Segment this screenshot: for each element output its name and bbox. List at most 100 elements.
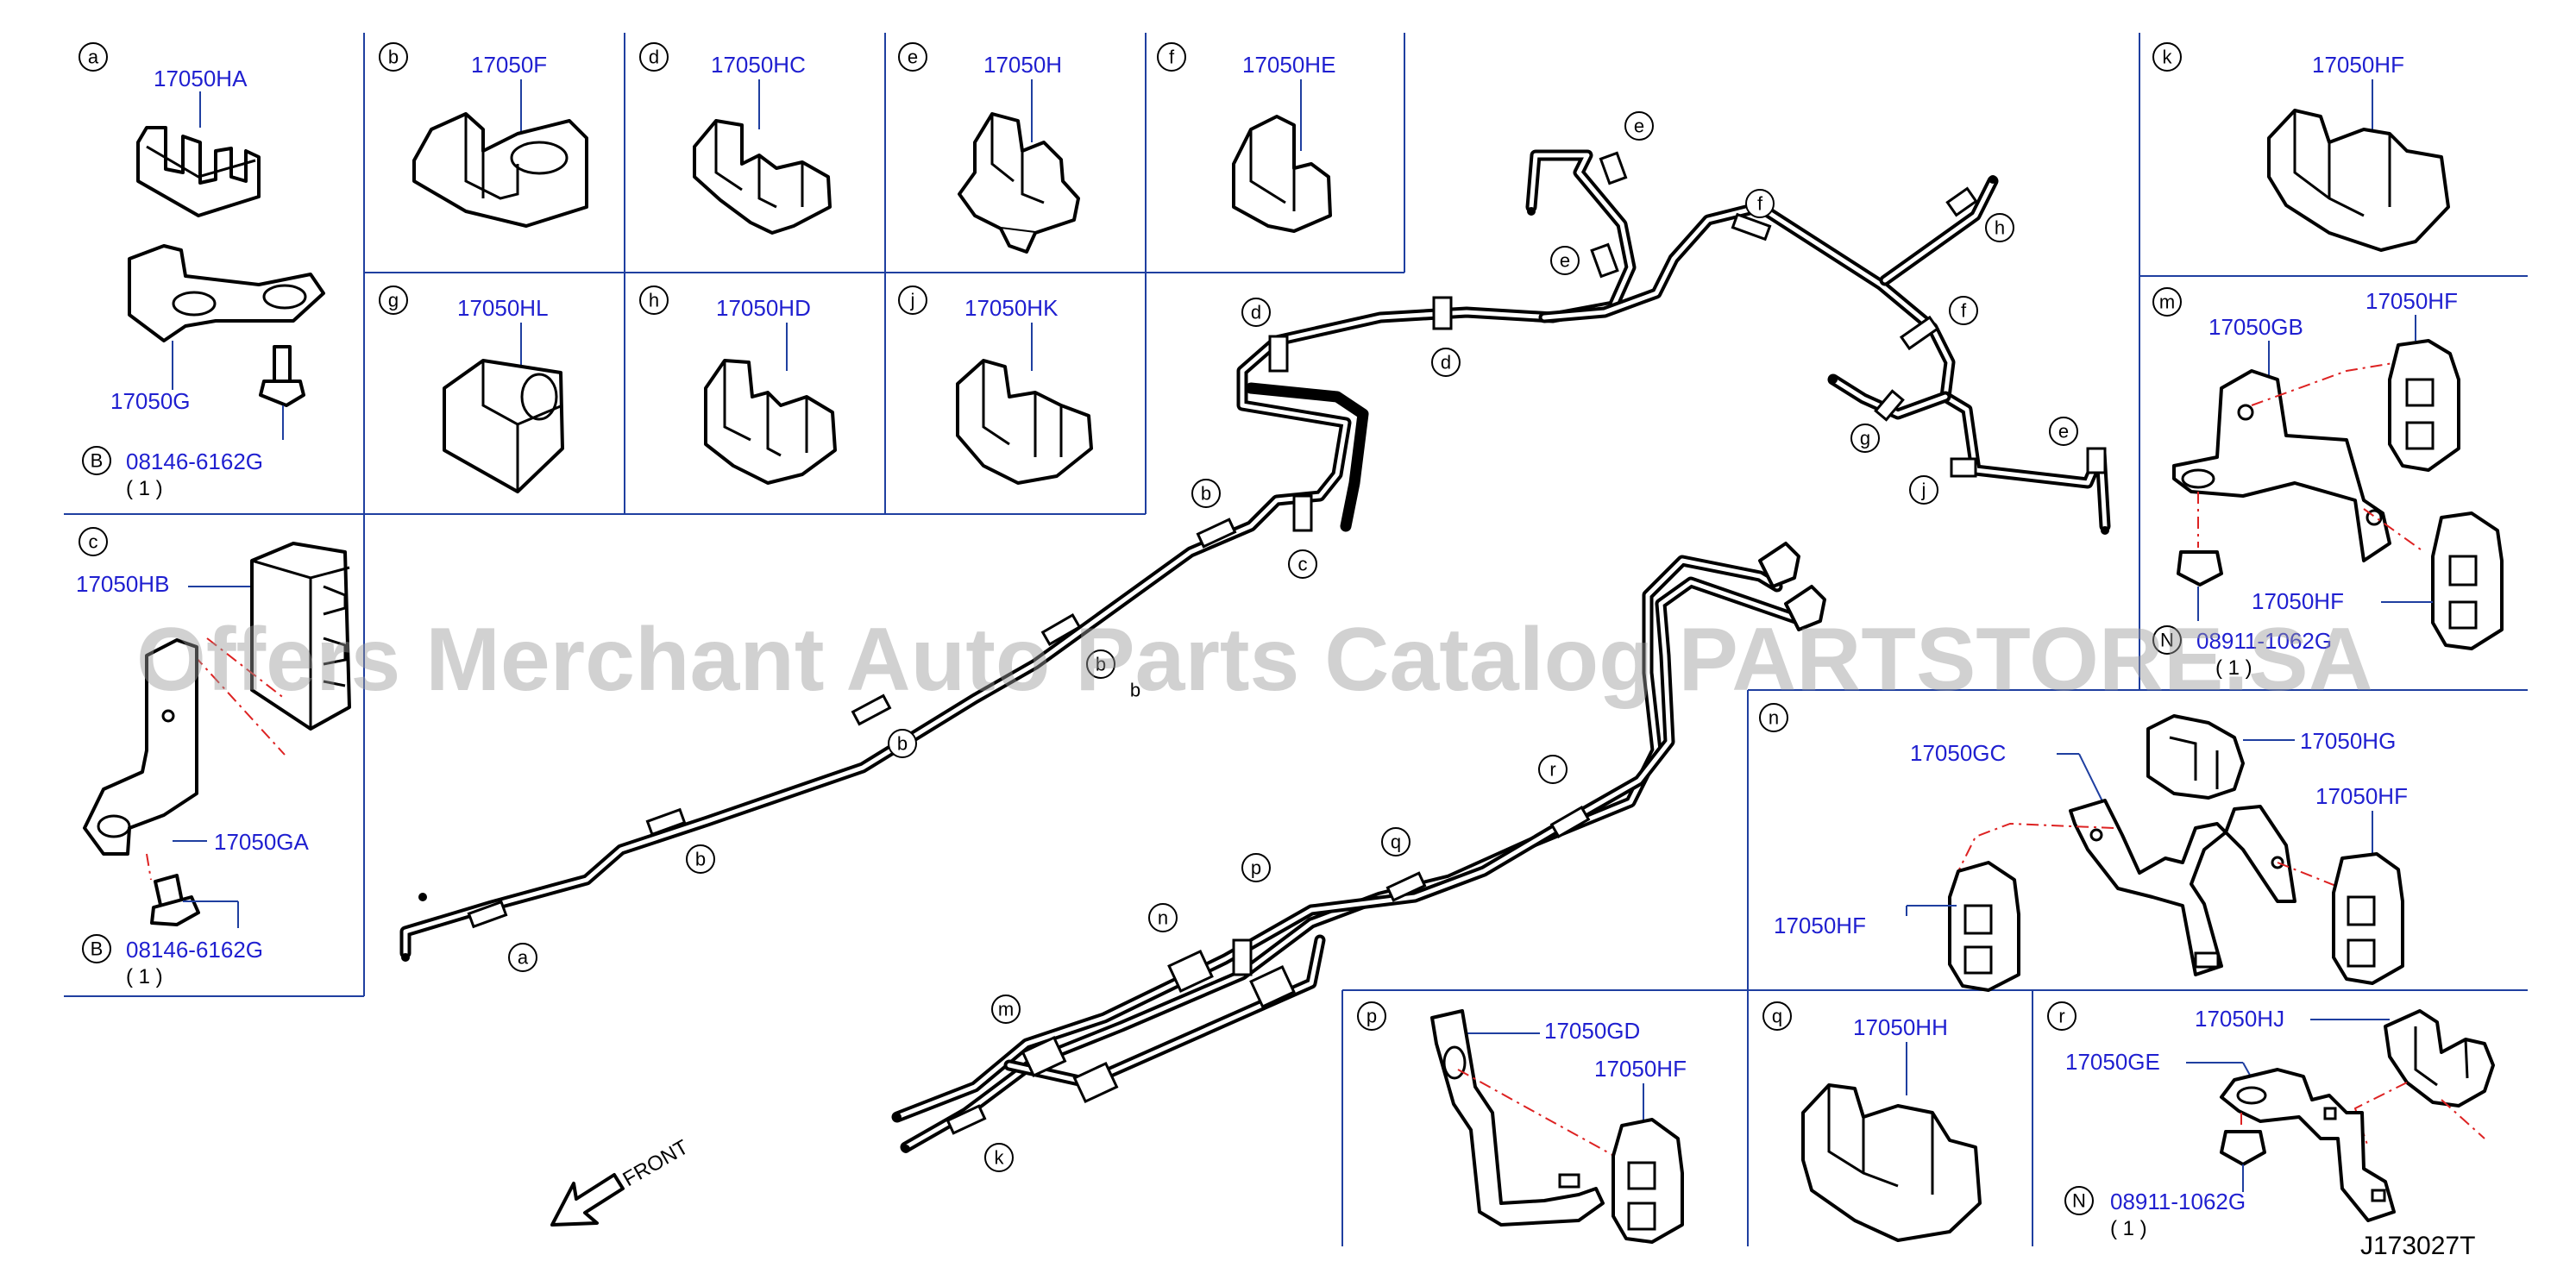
bracket-17050GD xyxy=(1430,1009,1605,1227)
panel-h: h 17050HD xyxy=(639,285,837,485)
pos-letter-a: a xyxy=(518,947,529,969)
clip-17050HK xyxy=(956,359,1093,485)
callout-17050HH: 17050HH xyxy=(1853,1014,1948,1040)
qty-m: ( 1 ) xyxy=(2215,656,2252,680)
pos-letter-g: g xyxy=(1860,428,1870,449)
callout-17050HF-p: 17050HF xyxy=(1594,1056,1687,1082)
bracket-17050GC xyxy=(2069,799,2296,976)
clip-17050HJ xyxy=(2384,1009,2495,1107)
panel-frames xyxy=(64,33,2528,1246)
clip-17050HG xyxy=(2146,714,2245,800)
pos-letter-p: p xyxy=(1251,857,1261,879)
pos-letter-r: r xyxy=(1549,759,1555,781)
panel-n: n 17050HG 17050GC 17050HF 17050HF xyxy=(1759,703,2408,992)
callout-17050GE: 17050GE xyxy=(2065,1049,2160,1075)
pos-letter-m: m xyxy=(998,999,1014,1020)
front-arrow: FRONT xyxy=(550,1135,693,1227)
bolt-symbol-c: B xyxy=(91,938,104,960)
bracket-17050G xyxy=(128,244,325,342)
callout-17050HF-m1: 17050HF xyxy=(2366,288,2458,314)
pos-letter-b3: b xyxy=(897,733,908,755)
callout-17050HJ: 17050HJ xyxy=(2195,1006,2284,1032)
pipe-clip-bands xyxy=(467,151,2107,1135)
callout-17050G: 17050G xyxy=(110,388,191,414)
qty-c: ( 1 ) xyxy=(126,965,163,988)
callout-17050GC: 17050GC xyxy=(1910,740,2006,766)
panel-letter-j: j xyxy=(910,290,915,311)
clip-17050HD xyxy=(704,359,837,485)
clip-17050HC xyxy=(693,119,832,235)
callout-17050HF-n2: 17050HF xyxy=(1774,913,1866,938)
panel-letter-h: h xyxy=(649,290,659,311)
panel-letter-d: d xyxy=(649,47,659,68)
qty-a: ( 1 ) xyxy=(126,477,163,500)
panel-a: a 17050HA 17050G B 08146-6162G ( 1 ) xyxy=(79,42,325,500)
panel-p: p 17050GD 17050HF xyxy=(1357,1001,1687,1244)
callout-17050GB: 17050GB xyxy=(2208,314,2303,340)
clip-17050HF-m-lower xyxy=(2431,511,2504,650)
nut-icon-r xyxy=(2220,1130,2266,1166)
panel-b: b 17050F xyxy=(379,42,588,228)
nut-icon-m xyxy=(2177,550,2223,587)
clip-17050HF-n-left xyxy=(1948,861,2020,992)
clip-17050F xyxy=(412,112,588,228)
bracket-17050GB xyxy=(2172,369,2391,562)
clip-17050HB xyxy=(250,542,351,731)
callout-17050HF-n1: 17050HF xyxy=(2315,783,2408,809)
panel-g: g 17050HL xyxy=(379,285,564,493)
nut-symbol-m: N xyxy=(2160,630,2174,651)
callout-17050HG: 17050HG xyxy=(2300,728,2396,754)
clip-17050HE xyxy=(1232,115,1332,233)
pos-letter-e3: e xyxy=(2058,421,2069,442)
callout-17050GA: 17050GA xyxy=(214,829,310,855)
pos-letter-b2: b xyxy=(1096,654,1106,675)
bracket-17050GE xyxy=(2220,1068,2396,1222)
panel-letter-a: a xyxy=(88,47,99,68)
tube-ends xyxy=(401,175,2109,1153)
pos-letter-f2: f xyxy=(1961,300,1967,322)
callout-17050GD: 17050GD xyxy=(1544,1018,1640,1044)
pos-letter-j: j xyxy=(1921,480,1926,501)
panel-letter-b: b xyxy=(388,47,399,68)
panel-r: r 17050HJ 17050GE N 08911-1062G ( 1 ) xyxy=(2047,1001,2495,1240)
panel-letter-r: r xyxy=(2058,1006,2064,1027)
clip-17050HF-m-upper xyxy=(2388,339,2460,472)
pos-letter-b1: b xyxy=(1201,483,1211,505)
panel-d: d 17050HC xyxy=(639,42,832,235)
callout-08146-6162G-a: 08146-6162G xyxy=(126,449,263,474)
bolt-icon-c xyxy=(150,874,200,926)
pos-letter-d2: d xyxy=(1441,352,1451,373)
qty-r: ( 1 ) xyxy=(2110,1217,2147,1240)
panel-letter-m: m xyxy=(2159,292,2175,313)
pos-letter-e1: e xyxy=(1634,116,1644,137)
callout-17050HK: 17050HK xyxy=(964,295,1059,321)
callout-08911-1062G-m: 08911-1062G xyxy=(2196,628,2332,654)
pos-letter-c: c xyxy=(1298,554,1308,575)
pos-letter-b5: b xyxy=(1130,680,1140,701)
pos-letter-f1: f xyxy=(1757,193,1763,215)
panel-letter-n: n xyxy=(1769,707,1779,729)
clip-17050HF-p xyxy=(1612,1118,1684,1244)
callout-17050HE: 17050HE xyxy=(1242,52,1335,78)
pos-letter-h: h xyxy=(1995,217,2005,239)
pos-letter-b4: b xyxy=(695,849,706,870)
bolt-symbol-a: B xyxy=(91,450,104,472)
panel-j: j 17050HK xyxy=(898,285,1093,485)
panel-m: m 17050HF 17050GB 17050HF N 08911-1062G xyxy=(2152,287,2504,680)
clip-17050HA xyxy=(136,126,261,217)
panel-letter-k: k xyxy=(2163,47,2173,68)
callout-08146-6162G-c: 08146-6162G xyxy=(126,937,263,963)
watermark: Offers Merchant Auto Parts Catalog PARTS… xyxy=(136,610,2373,710)
clip-17050HL xyxy=(443,359,564,493)
clip-17050HF-k xyxy=(2267,109,2450,252)
panel-letter-f: f xyxy=(1169,47,1175,68)
bracket-17050GA xyxy=(83,638,198,856)
diagram-position-letters: e e f h d d f g e j b c b b b b a r q xyxy=(508,111,2078,1172)
pos-letter-e2: e xyxy=(1560,250,1570,272)
callout-17050HD: 17050HD xyxy=(716,295,811,321)
panel-letter-e: e xyxy=(908,47,918,68)
pos-letter-k: k xyxy=(995,1147,1005,1169)
panel-letter-p: p xyxy=(1367,1006,1377,1027)
front-label: FRONT xyxy=(619,1135,693,1191)
